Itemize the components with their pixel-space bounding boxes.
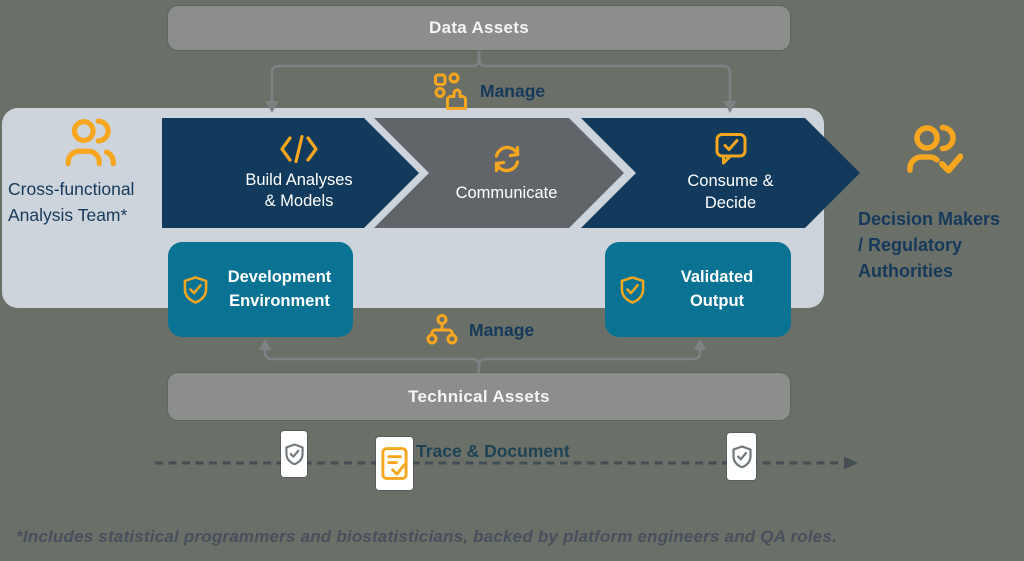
- chevron-build-label: Build Analyses & Models: [245, 170, 353, 210]
- chat-check-icon: [714, 132, 748, 165]
- shield-check-card-icon: [284, 443, 304, 465]
- sitemap-icon: [426, 314, 458, 345]
- trace-card: [376, 437, 413, 490]
- person-check-icon: [907, 124, 963, 174]
- footnote: *Includes statistical programmers and bi…: [16, 527, 838, 546]
- sync-icon: [489, 141, 525, 177]
- chevron-build-analyses: Build Analyses & Models: [162, 118, 419, 228]
- manage-data-icon: [434, 72, 467, 110]
- development-environment-box: Development Environment: [168, 242, 353, 337]
- data-assets-bar: Data Assets: [168, 6, 790, 50]
- development-environment-label: Development Environment: [227, 267, 332, 310]
- team-label: Cross-functional Analysis Team*: [8, 179, 135, 226]
- technical-assets-label: Technical Assets: [408, 386, 550, 406]
- manage-data-group: Manage: [433, 70, 545, 112]
- shield-check-icon: [183, 275, 208, 304]
- manage-bottom-label: Manage: [469, 319, 535, 340]
- decision-makers-label: Decision Makers / Regulatory Authorities: [858, 209, 1001, 282]
- validated-output-label: Validated Output: [680, 267, 754, 310]
- trace-document-label: Trace & Document: [416, 441, 570, 461]
- team-icon: [65, 118, 116, 167]
- chevron-communicate-label: Communicate: [455, 184, 558, 203]
- shield-check-icon: [620, 275, 645, 304]
- validated-output-box: Validated Output: [605, 242, 791, 337]
- manage-top-label: Manage: [480, 80, 546, 101]
- trace-card: [281, 431, 307, 477]
- shield-check-card-icon: [731, 445, 752, 468]
- chevron-consume-decide: Consume & Decide: [581, 118, 860, 228]
- technical-assets-bar: Technical Assets: [168, 373, 790, 420]
- trace-card: [727, 433, 756, 480]
- chevron-consume-label: Consume & Decide: [687, 172, 774, 212]
- data-assets-label: Data Assets: [429, 18, 529, 37]
- code-icon: [279, 134, 319, 164]
- clipboard-check-icon: [381, 447, 408, 480]
- manage-technical-group: Manage: [424, 314, 534, 346]
